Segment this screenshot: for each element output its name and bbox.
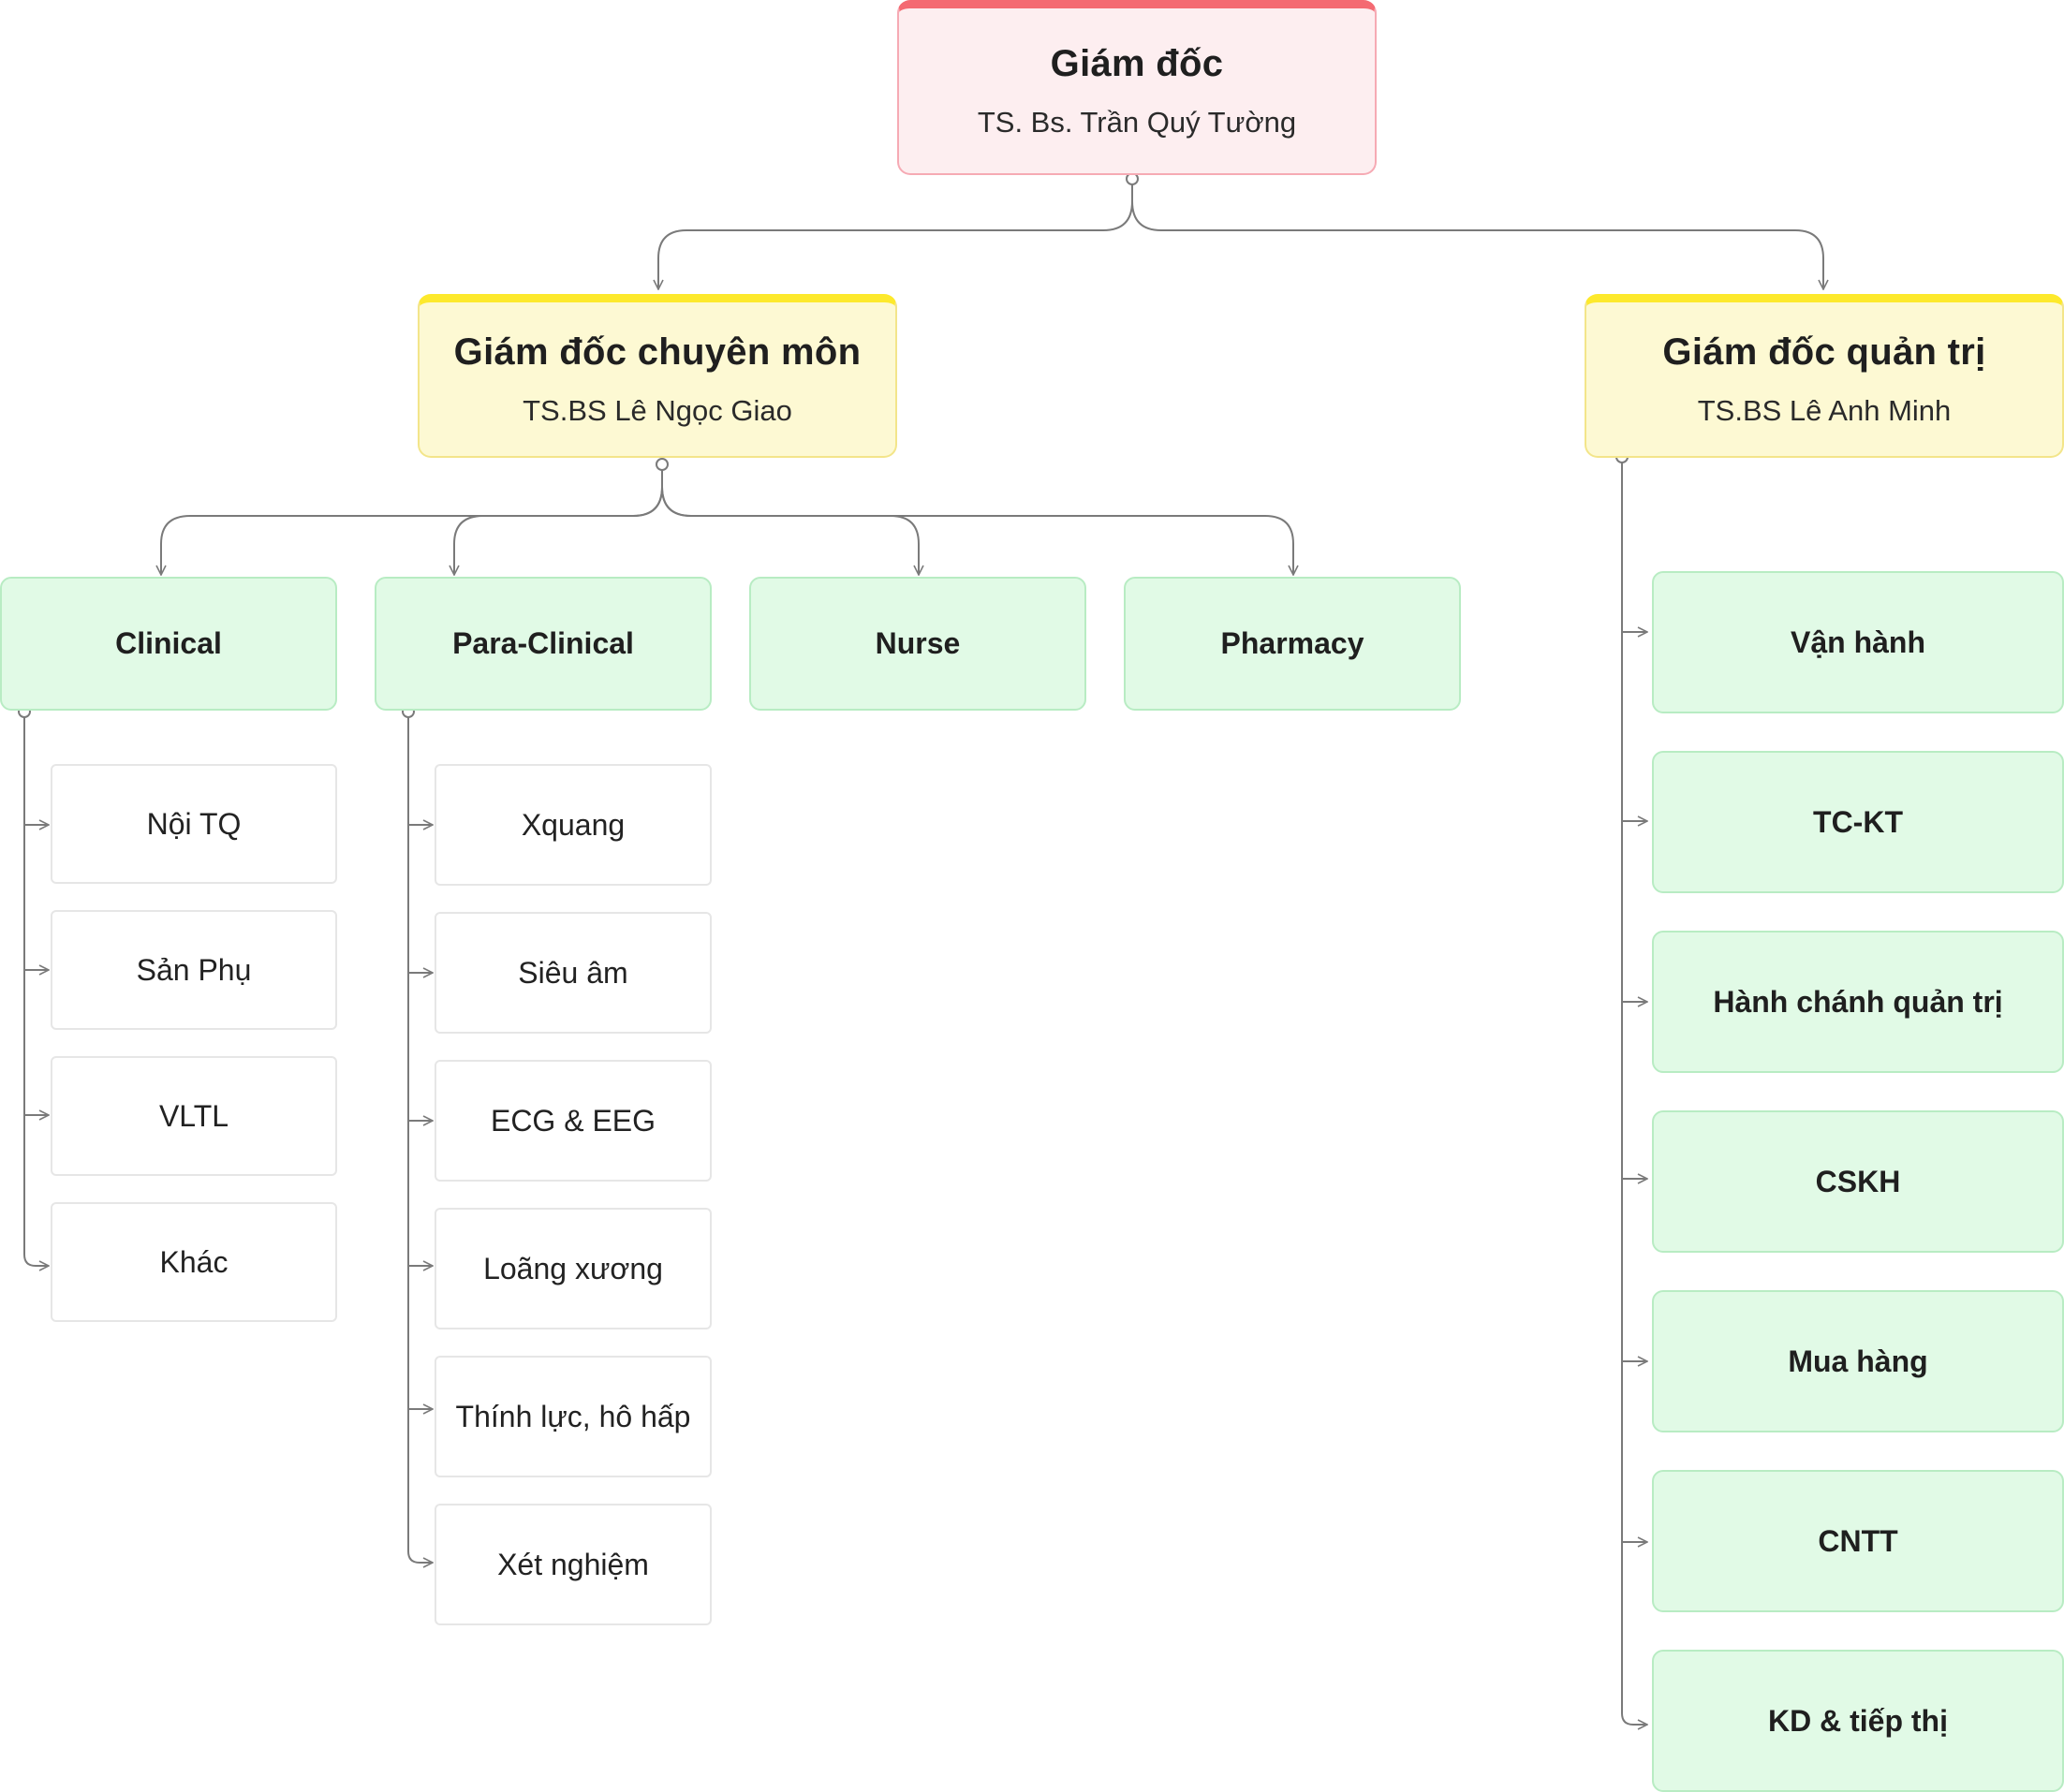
department-label: Nurse: [875, 626, 961, 660]
unit-label: Khác: [159, 1244, 229, 1279]
unit-label: VLTL: [158, 1098, 229, 1133]
admin-director-title: Giám đốc quản trị: [1662, 330, 1986, 373]
department-label: Hành chánh quản trị: [1713, 984, 2003, 1019]
department-para-clinical: Para-Clinical: [375, 577, 712, 711]
department-label: CNTT: [1818, 1523, 1898, 1558]
unit-xquang: Xquang: [435, 764, 712, 886]
connector-paraclinical-trunk: [407, 713, 433, 1563]
unit-thinh-luc-ho-hap: Thính lực, hô hấp: [435, 1356, 712, 1477]
department-label: Pharmacy: [1220, 626, 1364, 660]
admin-dept-hanh-chanh-quan-tri: Hành chánh quản trị: [1652, 931, 2064, 1073]
connector-clinical-trunk: [23, 713, 49, 1266]
department-nurse: Nurse: [749, 577, 1086, 711]
connector-dot-medical: [656, 458, 669, 471]
unit-label: Xét nghiệm: [497, 1547, 649, 1581]
director-title: Giám đốc: [1050, 42, 1224, 84]
unit-label: Loãng xương: [483, 1251, 663, 1285]
admin-director-node: Giám đốc quản trị TS.BS Lê Anh Minh: [1585, 294, 2064, 458]
department-label: TC-KT: [1813, 804, 1903, 839]
unit-loang-xuong: Loãng xương: [435, 1208, 712, 1329]
unit-san-phu: Sản Phụ: [51, 910, 337, 1030]
admin-dept-kd-tiep-thi: KD & tiếp thị: [1652, 1650, 2064, 1792]
unit-label: Nội TQ: [146, 806, 242, 841]
medical-director-node: Giám đốc chuyên môn TS.BS Lê Ngọc Giao: [418, 294, 897, 458]
connector-medical-clinical: [161, 464, 663, 575]
connector-director-medical: [658, 179, 1133, 289]
connector-director-admin: [1131, 179, 1823, 289]
unit-label: ECG & EEG: [490, 1103, 656, 1138]
unit-sieu-am: Siêu âm: [435, 912, 712, 1034]
unit-noi-tq: Nội TQ: [51, 764, 337, 884]
department-label: Mua hàng: [1788, 1344, 1928, 1378]
connector-medical-nurse: [661, 464, 919, 575]
unit-ecg-eeg: ECG & EEG: [435, 1060, 712, 1182]
admin-dept-mua-hang: Mua hàng: [1652, 1290, 2064, 1432]
admin-dept-tc-kt: TC-KT: [1652, 751, 2064, 893]
department-label: Clinical: [115, 626, 222, 660]
unit-khac: Khác: [51, 1202, 337, 1322]
director-node: Giám đốc TS. Bs. Trần Quý Tường: [897, 0, 1377, 175]
admin-dept-cskh: CSKH: [1652, 1110, 2064, 1253]
department-pharmacy: Pharmacy: [1124, 577, 1461, 711]
unit-label: Siêu âm: [518, 955, 628, 990]
admin-dept-cntt: CNTT: [1652, 1470, 2064, 1612]
department-clinical: Clinical: [0, 577, 337, 711]
admin-director-name: TS.BS Lê Anh Minh: [1697, 393, 1952, 427]
director-name: TS. Bs. Trần Quý Tường: [977, 105, 1297, 139]
connector-admin-trunk: [1621, 457, 1647, 1725]
unit-label: Xquang: [521, 807, 626, 842]
unit-vltl: VLTL: [51, 1056, 337, 1176]
unit-label: Thính lực, hô hấp: [455, 1399, 691, 1433]
department-label: CSKH: [1815, 1164, 1901, 1198]
department-label: Para-Clinical: [452, 626, 634, 660]
connector-medical-paraclinical: [454, 464, 663, 575]
connector-medical-pharmacy: [661, 464, 1293, 575]
medical-director-name: TS.BS Lê Ngọc Giao: [523, 393, 792, 427]
department-label: KD & tiếp thị: [1768, 1703, 1948, 1738]
department-label: Vận hành: [1790, 624, 1925, 659]
medical-director-title: Giám đốc chuyên môn: [453, 330, 862, 373]
admin-dept-van-hanh: Vận hành: [1652, 571, 2064, 713]
unit-xet-nghiem: Xét nghiệm: [435, 1504, 712, 1625]
unit-label: Sản Phụ: [136, 952, 252, 987]
